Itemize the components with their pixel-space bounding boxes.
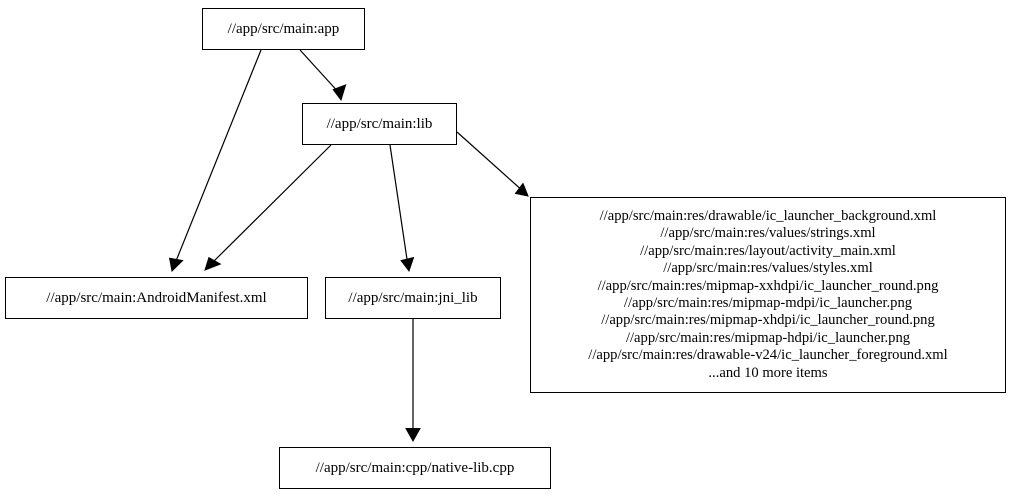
graph-node-label: //app/src/main:res/drawable/ic_launcher_… bbox=[537, 208, 999, 382]
graph-node-label-line: //app/src/main:res/values/styles.xml bbox=[663, 260, 873, 277]
graph-node-jni_lib[interactable]: //app/src/main:jni_lib bbox=[325, 277, 501, 319]
graph-node-label: //app/src/main:cpp/native-lib.cpp bbox=[315, 459, 515, 476]
graph-edge-lib-to-jni-lib bbox=[389, 144, 415, 273]
graph-node-label-line: ...and 10 more items bbox=[708, 364, 828, 381]
arrowhead-icon bbox=[514, 182, 529, 197]
graph-node-app[interactable]: //app/src/main:app bbox=[202, 8, 365, 50]
edge-line bbox=[208, 144, 332, 267]
edge-line bbox=[299, 49, 342, 96]
arrowhead-icon bbox=[332, 84, 347, 102]
graph-node-label: //app/src/main:app bbox=[227, 20, 340, 37]
graph-edge-lib-to-manifest bbox=[204, 144, 332, 271]
graph-edge-app-to-lib bbox=[299, 49, 347, 102]
graph-node-label-line: //app/src/main:res/mipmap-xhdpi/ic_launc… bbox=[601, 312, 935, 329]
graph-node-label-line: //app/src/main:res/layout/activity_main.… bbox=[640, 242, 896, 259]
graph-node-resources[interactable]: //app/src/main:res/drawable/ic_launcher_… bbox=[530, 197, 1006, 393]
edge-line bbox=[389, 144, 409, 267]
graph-node-lib[interactable]: //app/src/main:lib bbox=[302, 103, 457, 145]
graph-node-manifest[interactable]: //app/src/main:AndroidManifest.xml bbox=[5, 277, 308, 319]
graph-node-label-line: //app/src/main:res/mipmap-xxhdpi/ic_laun… bbox=[597, 277, 939, 294]
graph-node-label-line: //app/src/main:res/drawable/ic_launcher_… bbox=[599, 207, 937, 224]
graph-edge-lib-to-resources bbox=[456, 131, 529, 197]
arrowhead-icon bbox=[405, 428, 421, 443]
edge-line bbox=[173, 49, 262, 267]
graph-node-label-line: //app/src/main:res/mipmap-mdpi/ic_launch… bbox=[623, 295, 913, 311]
edge-line bbox=[456, 131, 525, 193]
graph-node-label-line: //app/src/main:res/drawable-v24/ic_launc… bbox=[588, 347, 948, 364]
graph-node-label: //app/src/main:jni_lib bbox=[348, 289, 478, 306]
graph-node-label-line: //app/src/main:res/mipmap-hdpi/ic_launch… bbox=[625, 329, 911, 346]
graph-edge-jni-lib-to-native-lib bbox=[405, 319, 421, 443]
graph-node-label-line: //app/src/main:res/values/strings.xml bbox=[660, 225, 876, 242]
arrowhead-icon bbox=[400, 256, 415, 273]
graph-edge-app-to-manifest bbox=[168, 49, 262, 273]
graph-node-native_lib[interactable]: //app/src/main:cpp/native-lib.cpp bbox=[279, 447, 551, 489]
arrowhead-icon bbox=[204, 256, 222, 271]
arrowhead-icon bbox=[168, 257, 184, 273]
graph-node-label: //app/src/main:AndroidManifest.xml bbox=[46, 289, 267, 306]
graph-node-label: //app/src/main:lib bbox=[326, 115, 433, 132]
